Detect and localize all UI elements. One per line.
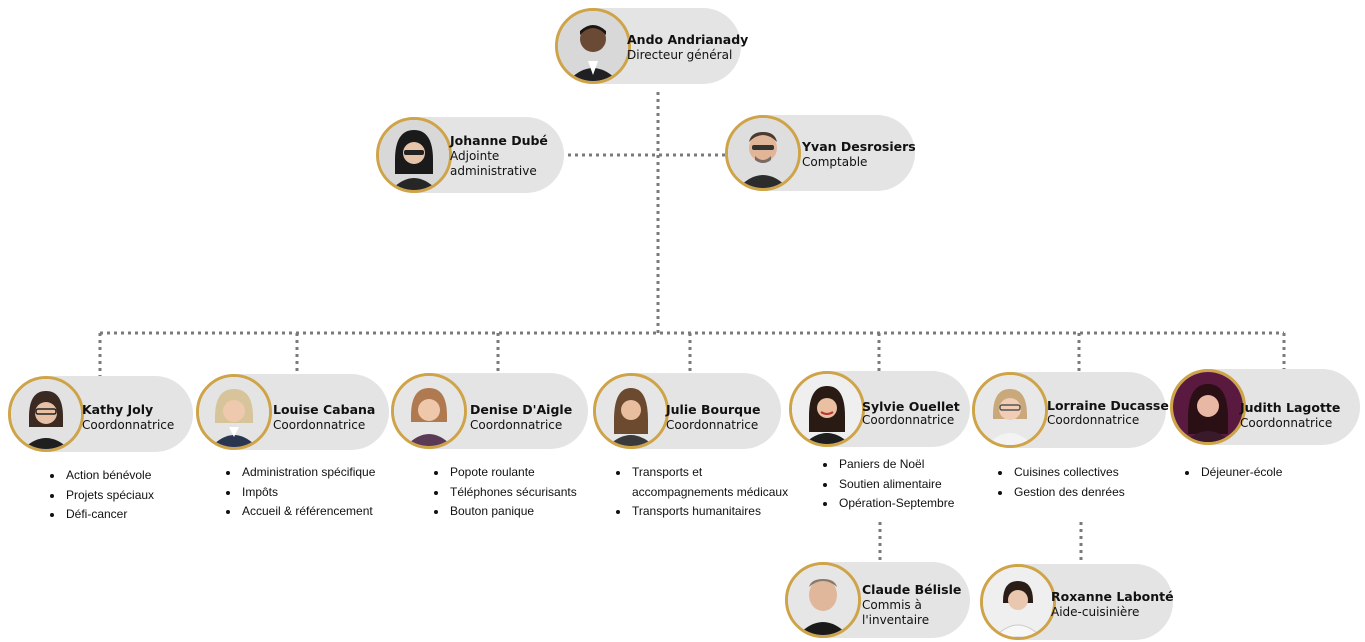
director-card: Ando Andrianady Directeur général — [555, 8, 748, 84]
coordinator-card-denise: Denise D'Aigle Coordonnatrice — [391, 373, 588, 449]
director-name: Ando Andrianady — [627, 32, 749, 47]
coordinator-card-sylvie: Sylvie Ouellet Coordonnatrice — [789, 371, 970, 447]
coordinator-name-louise: Louise Cabana — [273, 402, 376, 417]
coordinator-name-sylvie: Sylvie Ouellet — [862, 399, 960, 414]
director-avatar — [555, 8, 631, 84]
task-item: accompagnements médicaux — [632, 484, 789, 499]
tasks-lorraine: Cuisines collectives Gestion des denrées — [996, 463, 1125, 502]
staff-left-avatar — [376, 117, 452, 193]
task-item: Accueil & référencement — [240, 502, 375, 522]
task-item: Opération-Septembre — [837, 494, 954, 514]
tasks-kathy: Action bénévole Projets spéciaux Défi-ca… — [48, 466, 154, 525]
task-item: Popote roulante — [448, 463, 577, 483]
coordinator-avatar-kathy — [8, 376, 84, 452]
task-item: Téléphones sécurisants — [448, 483, 577, 503]
coordinator-avatar-denise — [391, 373, 467, 449]
coordinator-role-kathy: Coordonnatrice — [82, 418, 175, 432]
coordinator-name-julie: Julie Bourque — [666, 402, 761, 417]
sub-staff-role-claude-line2: l'inventaire — [862, 613, 930, 627]
coordinator-role-judith: Coordonnatrice — [1240, 416, 1333, 430]
coordinator-role-julie: Coordonnatrice — [666, 418, 759, 432]
task-item: Impôts — [240, 483, 375, 503]
staff-right-role: Comptable — [802, 155, 868, 169]
tasks-louise: Administration spécifique Impôts Accueil… — [224, 463, 375, 522]
sub-staff-card-roxanne: Roxanne Labonté Aide-cuisinière — [980, 564, 1174, 640]
staff-right-name: Yvan Desrosiers — [802, 139, 916, 154]
task-item: Transports humanitaires — [630, 502, 788, 522]
coordinator-name-kathy: Kathy Joly — [82, 402, 154, 417]
task-item: Défi-cancer — [64, 505, 154, 525]
task-item: Bouton panique — [448, 502, 577, 522]
coordinator-name-denise: Denise D'Aigle — [470, 402, 573, 417]
coordinator-avatar-louise — [196, 374, 272, 450]
director-role: Directeur général — [627, 48, 733, 62]
coordinator-name-lorraine: Lorraine Ducasse — [1047, 398, 1169, 413]
task-item: Gestion des denrées — [1012, 483, 1125, 503]
task-item: Déjeuner-école — [1199, 463, 1282, 483]
task-item: Action bénévole — [64, 466, 154, 486]
coordinator-card-louise: Louise Cabana Coordonnatrice — [196, 374, 389, 450]
staff-right-card: Yvan Desrosiers Comptable — [725, 115, 916, 191]
tasks-julie: Transports et accompagnements médicaux T… — [614, 463, 788, 522]
staff-left-role-line1: Adjointe — [450, 149, 500, 163]
coordinator-avatar-julie — [593, 373, 669, 449]
sub-staff-name-roxanne: Roxanne Labonté — [1051, 589, 1174, 604]
sub-staff-name-claude: Claude Bélisle — [862, 582, 962, 597]
tasks-denise: Popote roulante Téléphones sécurisants B… — [432, 463, 577, 522]
coordinator-role-denise: Coordonnatrice — [470, 418, 563, 432]
sub-staff-card-claude: Claude Bélisle Commis à l'inventaire — [785, 562, 970, 638]
staff-left-card: Johanne Dubé Adjointe administrative — [376, 117, 564, 193]
tasks-judith: Déjeuner-école — [1183, 463, 1282, 483]
coordinator-card-lorraine: Lorraine Ducasse Coordonnatrice — [972, 372, 1169, 448]
task-item: Projets spéciaux — [64, 486, 154, 506]
staff-left-name: Johanne Dubé — [450, 133, 548, 148]
coordinator-avatar-sylvie — [789, 371, 865, 447]
coordinator-avatar-lorraine — [972, 372, 1048, 448]
coordinator-role-sylvie: Coordonnatrice — [862, 413, 955, 427]
tasks-sylvie: Paniers de Noël Soutien alimentaire Opér… — [821, 455, 954, 514]
task-item: Cuisines collectives — [1012, 463, 1125, 483]
coordinator-role-lorraine: Coordonnatrice — [1047, 413, 1140, 427]
task-item: Administration spécifique — [240, 463, 375, 483]
coordinator-card-judith: Judith Lagotte Coordonnatrice — [1170, 369, 1360, 445]
task-item: Transports et — [630, 463, 788, 483]
staff-left-role-line2: administrative — [450, 164, 537, 178]
coordinator-avatar-judith — [1170, 369, 1246, 445]
coordinator-role-louise: Coordonnatrice — [273, 418, 366, 432]
coordinator-card-kathy: Kathy Joly Coordonnatrice — [8, 376, 193, 452]
task-item: Paniers de Noël — [837, 455, 954, 475]
sub-staff-role-roxanne: Aide-cuisinière — [1051, 605, 1140, 619]
coordinator-card-julie: Julie Bourque Coordonnatrice — [593, 373, 781, 449]
coordinator-name-judith: Judith Lagotte — [1240, 400, 1341, 415]
sub-staff-avatar-roxanne — [980, 564, 1056, 640]
staff-right-avatar — [725, 115, 801, 191]
task-item: Soutien alimentaire — [837, 475, 954, 495]
sub-staff-role-claude-line1: Commis à — [862, 598, 922, 612]
sub-staff-avatar-claude — [785, 562, 861, 638]
